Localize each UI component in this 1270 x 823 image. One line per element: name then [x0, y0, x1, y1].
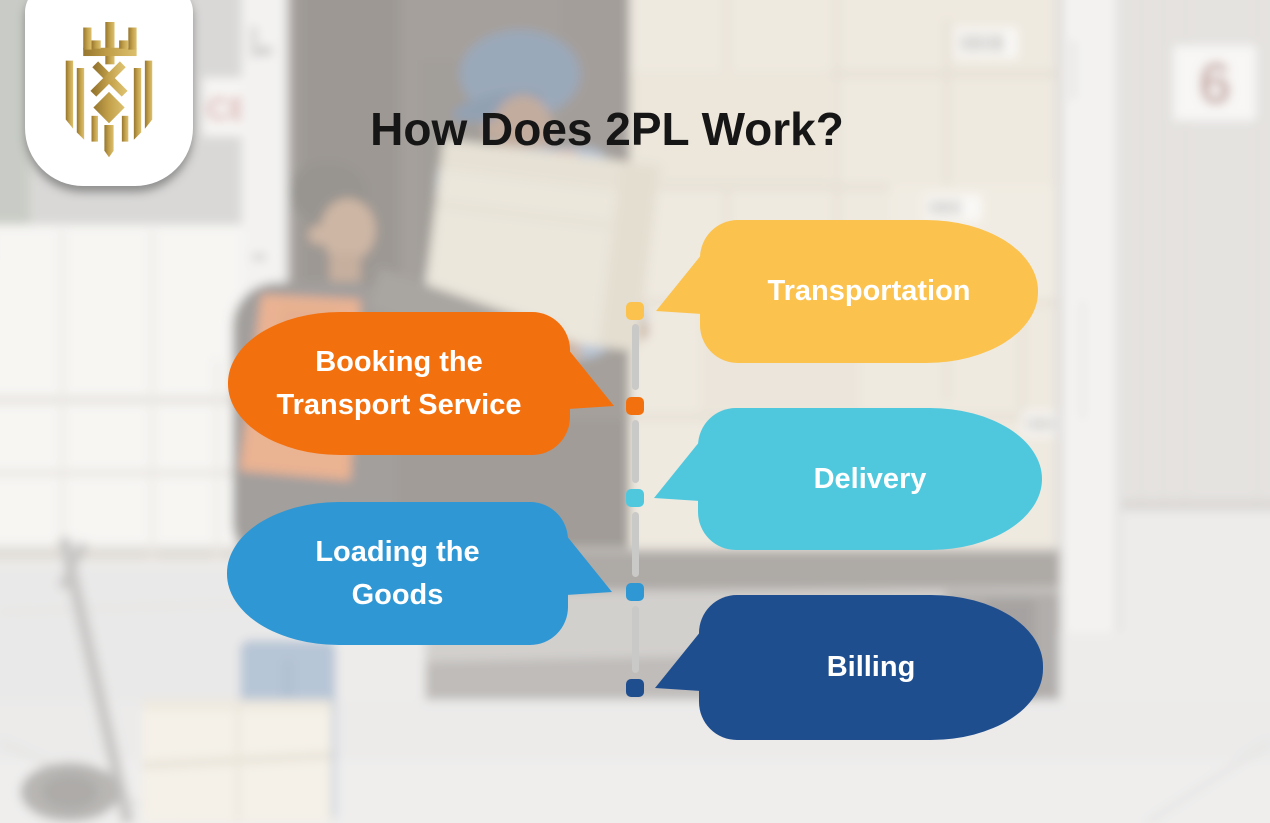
step-label: Delivery: [814, 458, 927, 501]
gold-lion-crest-icon: [65, 22, 153, 158]
step-label-line: Loading the: [315, 535, 480, 568]
step-label-line: Transportation: [767, 275, 971, 307]
step-label: Loading the Goods: [315, 531, 479, 617]
dock-number: 6: [1198, 50, 1231, 117]
timeline-dot-billing: [626, 679, 644, 697]
timeline-dot-booking: [626, 397, 644, 415]
logo-card: [25, 0, 193, 186]
passed-box: [421, 139, 661, 351]
page-title: How Does 2PL Work?: [370, 103, 844, 155]
step-label-line: Billing: [826, 651, 916, 683]
timeline-dot-delivery: [626, 489, 644, 507]
barcode-label: [925, 195, 981, 221]
timeline-dot-transportation: [626, 302, 644, 320]
floor-box: [142, 700, 332, 823]
timeline-dot-loading: [626, 583, 644, 601]
step-bubble-billing: Billing: [655, 595, 1043, 740]
barcode-label: [955, 28, 1017, 58]
step-label-line: Transport Service: [276, 388, 522, 421]
step-label: Transportation: [767, 270, 970, 313]
step-label-line: Delivery: [813, 462, 927, 495]
step-label: Booking the Transport Service: [277, 341, 522, 427]
timeline-segment: [632, 420, 639, 483]
step-bubble-transportation: Transportation: [656, 220, 1038, 363]
timeline-segment: [632, 512, 639, 577]
timeline-segment: [632, 606, 639, 673]
hand-truck: [20, 536, 135, 823]
step-bubble-loading-the-goods: Loading the Goods: [227, 502, 612, 645]
step-label-line: Goods: [351, 578, 444, 611]
step-label-line: Booking the: [315, 345, 483, 378]
step-bubble-booking-the-transport-service: Booking the Transport Service: [228, 312, 614, 455]
step-label: Billing: [827, 646, 916, 689]
timeline-segment: [632, 324, 639, 390]
dock-number-sign: 6: [1174, 46, 1256, 120]
step-bubble-delivery: Delivery: [654, 408, 1042, 550]
